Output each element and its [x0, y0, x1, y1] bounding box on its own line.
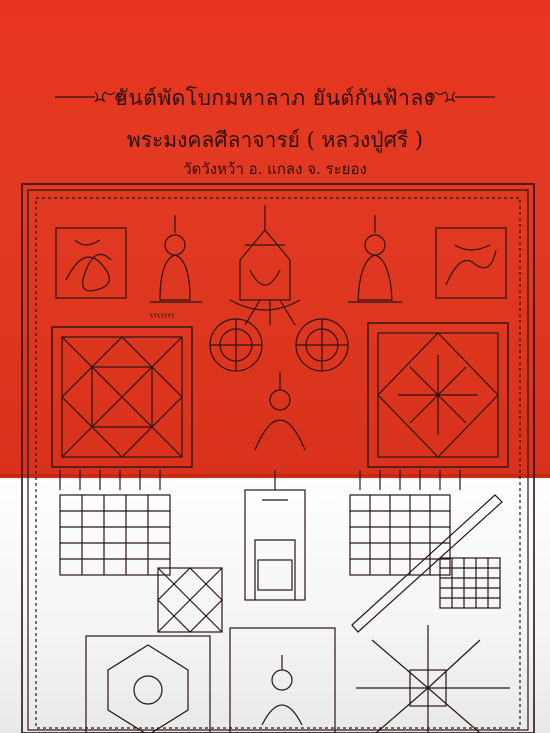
inner-frame — [27, 189, 529, 731]
tiger-panel — [435, 227, 507, 299]
banner-title: ยันต์พัดโบกมหาลาภ ยันต์กันฟ้าลง — [115, 86, 435, 110]
circle-yantra-right — [295, 318, 349, 372]
title-flourish-right — [425, 91, 495, 103]
monk-figure-left — [150, 215, 202, 303]
outer-frame — [21, 183, 535, 733]
title-flourish-left — [55, 91, 125, 103]
temple-pagoda — [229, 205, 301, 326]
stupa-drawing — [244, 470, 306, 601]
monk-figure-right — [348, 215, 402, 303]
grid-yantra-left — [59, 494, 171, 576]
small-grid-box — [439, 557, 501, 609]
diamond-grid — [157, 567, 223, 633]
square-yantra-left — [51, 326, 193, 468]
square-yantra-right — [367, 322, 509, 468]
circle-yantra-left — [209, 318, 263, 372]
dragon-panel — [55, 227, 127, 299]
banner-subtitle: พระมงคลศีลาจารย์ ( หลวงปู่ศรี ) — [126, 128, 424, 152]
spike-row — [59, 470, 461, 490]
white-panel — [0, 478, 550, 733]
grid-yantra-right — [349, 494, 451, 576]
script-border — [35, 197, 521, 729]
diagonal-scroll — [351, 494, 503, 633]
svg-text:ꧏꧏꧏꧏꧏꧏꧏ: ꧏꧏꧏꧏꧏꧏꧏ — [150, 311, 175, 320]
star-burst-yantra — [356, 625, 510, 733]
seated-buddha-panel — [229, 627, 336, 733]
hexagon-yantra — [85, 635, 211, 733]
center-figure — [254, 372, 306, 451]
banner-location: วัดวังหว้า อ. แกลง จ. ระยอง — [183, 160, 367, 178]
